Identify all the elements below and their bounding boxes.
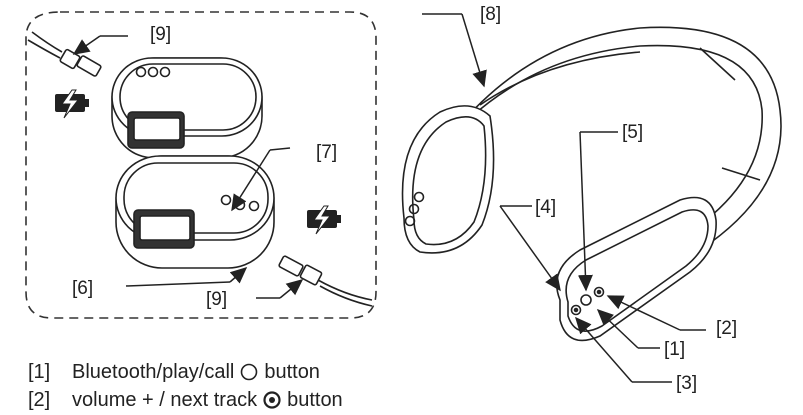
usb-plug-icon	[27, 31, 102, 77]
legend-suffix: button	[264, 361, 320, 383]
battery-charging-icon	[307, 205, 341, 235]
callout-1: [1]	[664, 339, 685, 360]
open-circle-icon	[240, 363, 258, 387]
battery-charging-icon	[55, 89, 89, 119]
callout-5: [5]	[622, 122, 643, 143]
callout-9-bottom: [9]	[206, 289, 227, 310]
legend-number: [1]	[28, 361, 51, 383]
volume-up-button	[593, 286, 605, 298]
bluetooth-button	[580, 294, 592, 306]
dotted-circle-icon	[263, 391, 281, 415]
usb-plug-icon	[278, 255, 373, 307]
legend-number: [2]	[28, 389, 51, 411]
legend-suffix: button	[287, 389, 343, 411]
legend-item-1: [1] Bluetooth/play/call button	[28, 360, 320, 387]
callout-8: [8]	[480, 4, 501, 25]
callout-9-top: [9]	[150, 24, 171, 45]
earpiece-left	[401, 105, 495, 254]
leader-lines	[72, 13, 706, 383]
callout-4: [4]	[535, 197, 556, 218]
charging-inset-frame	[25, 11, 377, 319]
legend-text: Bluetooth/play/call	[72, 361, 235, 383]
volume-down-button	[570, 304, 582, 316]
earpiece-bottom	[115, 155, 275, 269]
headphone-diagram: [9] [7] [6] [9] [8] [5] [4] [2] [1] [3]	[25, 4, 782, 394]
earpiece-right	[556, 196, 717, 342]
earpiece-top	[111, 57, 263, 159]
callout-2: [2]	[716, 318, 737, 339]
legend-item-2: [2] volume + / next track button	[28, 388, 343, 415]
callout-7: [7]	[316, 142, 337, 163]
headband	[439, 26, 782, 251]
callout-3: [3]	[676, 373, 697, 394]
legend-text: volume + / next track	[72, 389, 258, 411]
callout-6: [6]	[72, 278, 93, 299]
